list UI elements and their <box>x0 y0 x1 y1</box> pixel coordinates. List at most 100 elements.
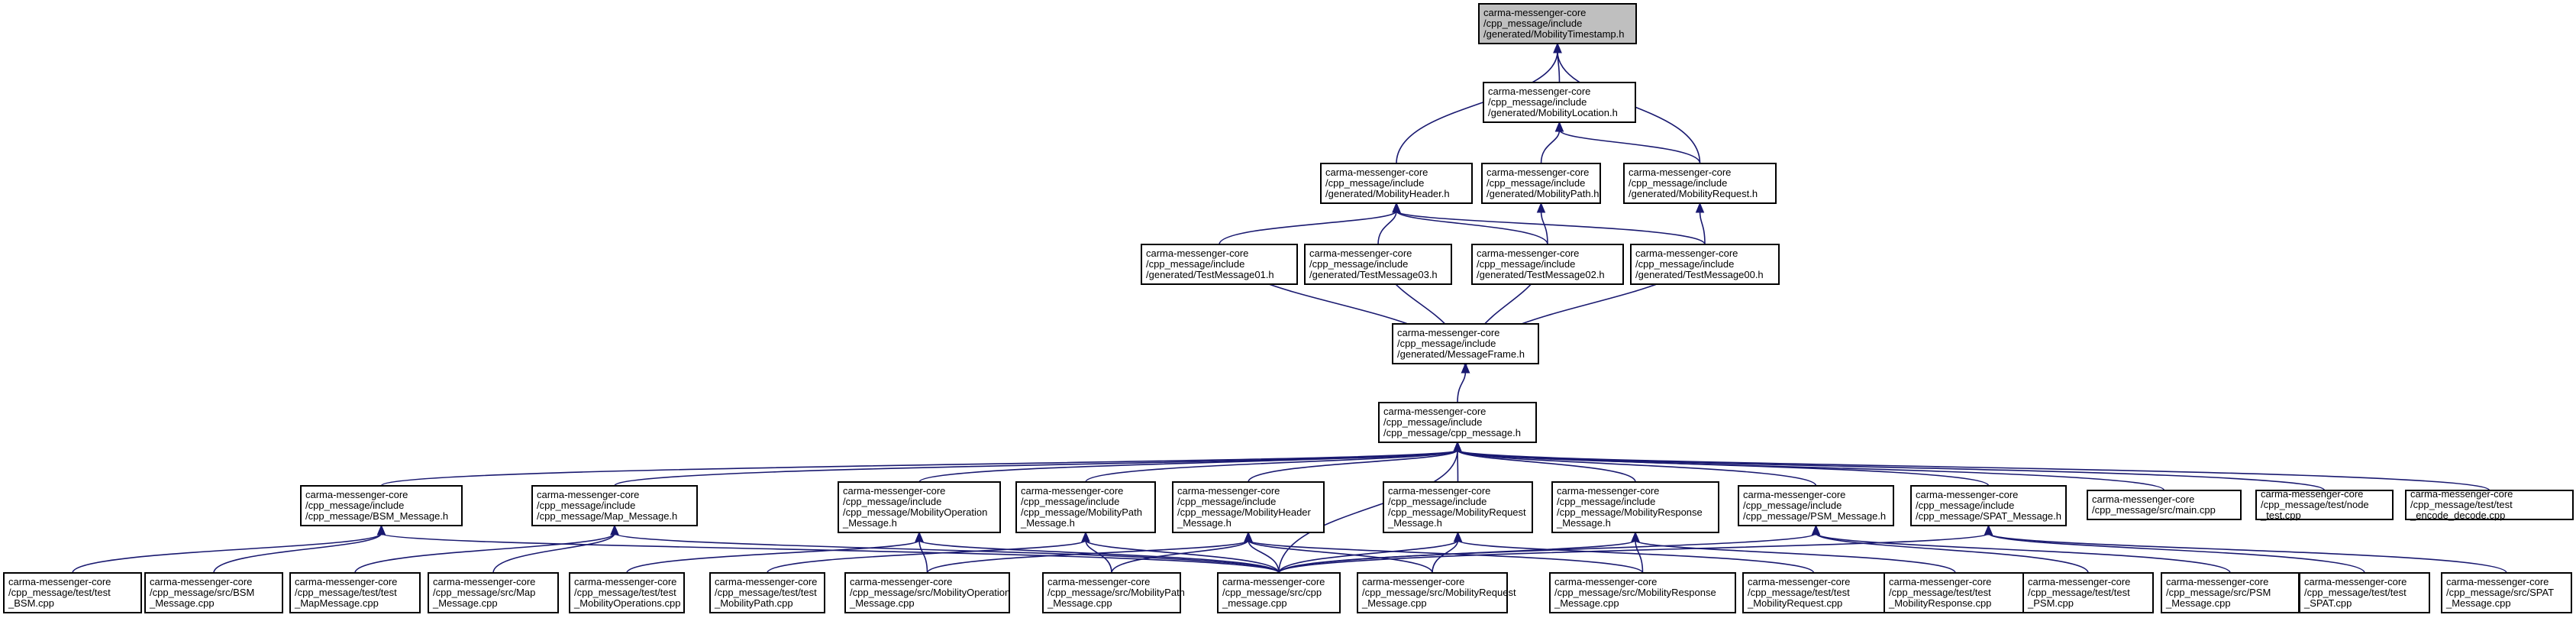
node-bsmh[interactable]: carma-messenger-core/cpp_message/include… <box>300 485 463 526</box>
node-t02[interactable]: carma-messenger-core/cpp_message/include… <box>1471 244 1624 285</box>
node-box[interactable] <box>2441 572 2572 613</box>
node-box[interactable] <box>569 572 685 613</box>
node-box[interactable] <box>2161 572 2300 613</box>
node-mpah[interactable]: carma-messenger-core/cpp_message/include… <box>1015 481 1156 533</box>
node-label-line: carma-messenger-core <box>1177 485 1280 497</box>
node-label-line: carma-messenger-core <box>295 576 397 587</box>
node-req[interactable]: carma-messenger-core/cpp_message/include… <box>1623 163 1777 204</box>
node-box[interactable] <box>428 572 559 613</box>
node-tbsm[interactable]: carma-messenger-core/cpp_message/test/te… <box>3 572 142 613</box>
node-box[interactable] <box>1551 481 1719 533</box>
node-box[interactable] <box>289 572 421 613</box>
node-psmh[interactable]: carma-messenger-core/cpp_message/include… <box>1738 485 1894 526</box>
node-box[interactable] <box>1549 572 1736 613</box>
node-box[interactable] <box>531 485 698 526</box>
node-label-line: carma-messenger-core <box>8 576 111 587</box>
node-box[interactable] <box>1378 402 1537 443</box>
node-label-line: /cpp_message/include <box>843 496 941 507</box>
node-box[interactable] <box>2022 572 2154 613</box>
node-label-line: _Message.h <box>1177 517 1232 529</box>
node-label-line: carma-messenger-core <box>1889 576 1991 587</box>
node-box[interactable] <box>1623 163 1777 204</box>
node-tmrs[interactable]: carma-messenger-core/cpp_message/test/te… <box>1884 572 2027 613</box>
node-box[interactable] <box>844 572 1010 613</box>
node-label-line: /cpp_message/cpp_message.h <box>1383 427 1521 438</box>
node-label-line: _Message.cpp <box>2445 597 2511 609</box>
node-box[interactable] <box>1320 163 1473 204</box>
node-box[interactable] <box>3 572 142 613</box>
node-box[interactable] <box>1172 481 1325 533</box>
node-sspa[interactable]: carma-messenger-core/cpp_message/src/SPA… <box>2441 572 2572 613</box>
node-tmap[interactable]: carma-messenger-core/cpp_message/test/te… <box>289 572 421 613</box>
node-box[interactable] <box>1217 572 1341 613</box>
node-scpp[interactable]: carma-messenger-core/cpp_message/src/cpp… <box>1217 572 1341 613</box>
node-box[interactable] <box>1483 82 1636 123</box>
node-main[interactable]: carma-messenger-core/cpp_message/src/mai… <box>2087 490 2242 520</box>
node-box[interactable] <box>2405 490 2574 520</box>
node-box[interactable] <box>709 572 825 613</box>
node-box[interactable] <box>2299 572 2430 613</box>
node-label-line: carma-messenger-core <box>537 489 639 500</box>
node-box[interactable] <box>2087 490 2242 520</box>
node-t03[interactable]: carma-messenger-core/cpp_message/include… <box>1304 244 1452 285</box>
node-t01[interactable]: carma-messenger-core/cpp_message/include… <box>1141 244 1298 285</box>
node-tpsm[interactable]: carma-messenger-core/cpp_message/test/te… <box>2022 572 2154 613</box>
node-spsm[interactable]: carma-messenger-core/cpp_message/src/PSM… <box>2161 572 2300 613</box>
node-label-line: /generated/TestMessage02.h <box>1477 269 1605 280</box>
node-box[interactable] <box>1357 572 1508 613</box>
node-label-line: /generated/TestMessage01.h <box>1146 269 1274 280</box>
node-loc[interactable]: carma-messenger-core/cpp_message/include… <box>1483 82 1636 123</box>
node-label-line: /cpp_message/include <box>1487 177 1585 189</box>
node-label-line: /generated/MobilityTimestamp.h <box>1483 28 1625 40</box>
node-hdr[interactable]: carma-messenger-core/cpp_message/include… <box>1320 163 1473 204</box>
node-smap[interactable]: carma-messenger-core/cpp_message/src/Map… <box>428 572 559 613</box>
node-box[interactable] <box>1742 572 1885 613</box>
node-maph[interactable]: carma-messenger-core/cpp_message/include… <box>531 485 698 526</box>
node-ts[interactable]: carma-messenger-core/cpp_message/include… <box>1478 3 1637 44</box>
node-box[interactable] <box>1042 572 1181 613</box>
node-box[interactable] <box>1910 485 2067 526</box>
node-tmrq[interactable]: carma-messenger-core/cpp_message/test/te… <box>1742 572 1885 613</box>
node-box[interactable] <box>1392 323 1539 364</box>
node-path[interactable]: carma-messenger-core/cpp_message/include… <box>1481 163 1601 204</box>
node-box[interactable] <box>300 485 463 526</box>
node-label-line: /cpp_message/test/test <box>2028 587 2130 598</box>
node-box[interactable] <box>1015 481 1156 533</box>
node-spah[interactable]: carma-messenger-core/cpp_message/include… <box>1910 485 2067 526</box>
node-sbsm[interactable]: carma-messenger-core/cpp_message/src/BSM… <box>144 572 283 613</box>
node-box[interactable] <box>2255 490 2394 520</box>
node-label-line: _BSM.cpp <box>8 597 54 609</box>
node-box[interactable] <box>144 572 283 613</box>
node-encd[interactable]: carma-messenger-core/cpp_message/test/te… <box>2405 488 2574 521</box>
node-smop[interactable]: carma-messenger-core/cpp_message/src/Mob… <box>844 572 1010 613</box>
node-moph[interactable]: carma-messenger-core/cpp_message/include… <box>838 481 1001 533</box>
edge-scpp-to-mhdh <box>1248 539 1280 574</box>
node-box[interactable] <box>1141 244 1298 285</box>
node-t00[interactable]: carma-messenger-core/cpp_message/include… <box>1630 244 1780 285</box>
node-box[interactable] <box>838 481 1001 533</box>
node-box[interactable] <box>1630 244 1780 285</box>
node-box[interactable] <box>1884 572 2027 613</box>
node-smrq[interactable]: carma-messenger-core/cpp_message/src/Mob… <box>1357 572 1516 613</box>
node-box[interactable] <box>1738 485 1894 526</box>
node-mrqh[interactable]: carma-messenger-core/cpp_message/include… <box>1383 481 1533 533</box>
node-tmop[interactable]: carma-messenger-core/cpp_message/test/te… <box>569 572 685 613</box>
node-nodet[interactable]: carma-messenger-core/cpp_message/test/no… <box>2255 488 2394 521</box>
node-box[interactable] <box>1304 244 1452 285</box>
node-box[interactable] <box>1478 3 1637 44</box>
node-mrsh[interactable]: carma-messenger-core/cpp_message/include… <box>1551 481 1719 533</box>
edge-mpah-to-cpph <box>1085 449 1458 483</box>
node-cpph[interactable]: carma-messenger-core/cpp_message/include… <box>1378 402 1537 443</box>
node-frame[interactable]: carma-messenger-core/cpp_message/include… <box>1392 323 1539 364</box>
node-label-line: /cpp_message/src/BSM <box>150 587 254 598</box>
edge-bsmh-to-cpph <box>380 449 1458 487</box>
node-smpa[interactable]: carma-messenger-core/cpp_message/src/Mob… <box>1042 572 1185 613</box>
node-mhdh[interactable]: carma-messenger-core/cpp_message/include… <box>1172 481 1325 533</box>
node-tspa[interactable]: carma-messenger-core/cpp_message/test/te… <box>2299 572 2430 613</box>
node-smrs[interactable]: carma-messenger-core/cpp_message/src/Mob… <box>1549 572 1736 613</box>
node-box[interactable] <box>1471 244 1624 285</box>
node-box[interactable] <box>1481 163 1601 204</box>
node-tmpa[interactable]: carma-messenger-core/cpp_message/test/te… <box>709 572 825 613</box>
node-label-line: carma-messenger-core <box>2304 576 2407 587</box>
node-box[interactable] <box>1383 481 1533 533</box>
